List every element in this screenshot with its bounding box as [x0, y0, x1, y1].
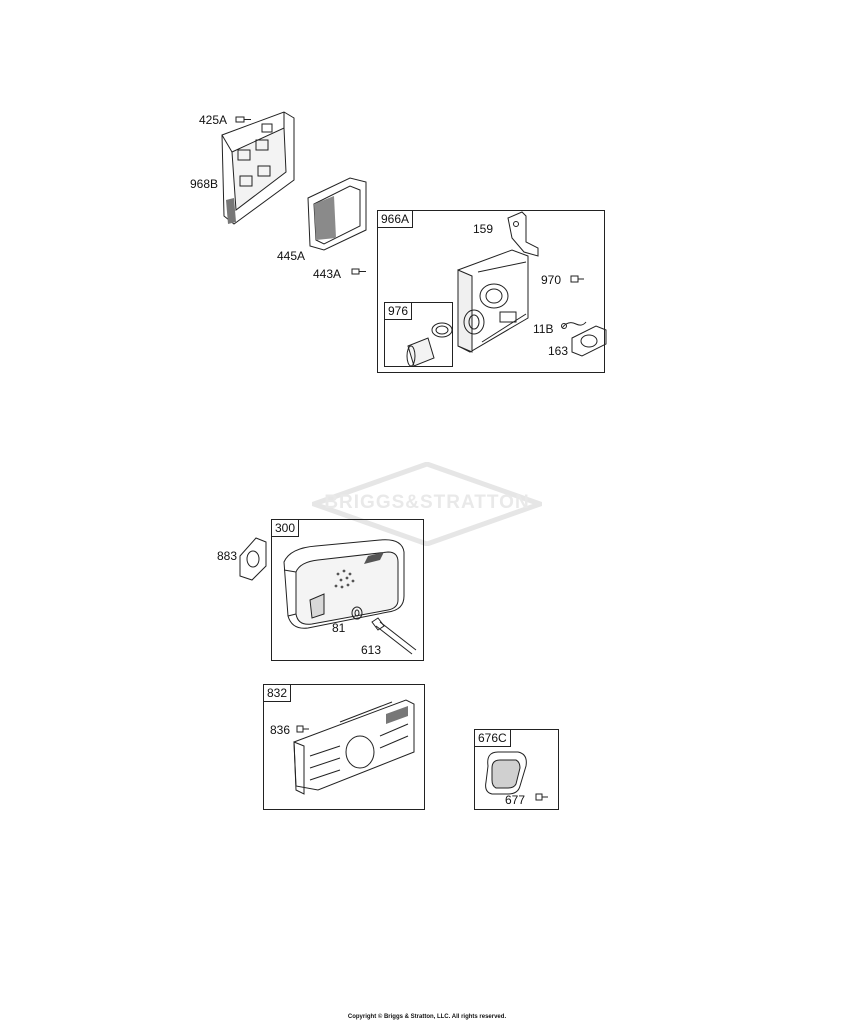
part-label-445A: 445A	[277, 249, 306, 263]
group-box-676C: 676C	[474, 729, 559, 810]
copyright-notice: Copyright © Briggs & Stratton, LLC. All …	[347, 1014, 507, 1020]
group-tag-676C: 676C	[474, 729, 511, 747]
watermark-text: BRIGGS&STRATTON	[324, 492, 530, 513]
part-label-163: 163	[548, 344, 569, 358]
part-label-81: 81	[332, 621, 346, 635]
part-label-425A: 425A	[199, 113, 228, 127]
group-tag-300: 300	[271, 519, 300, 537]
part-label-970: 970	[541, 273, 562, 287]
group-box-832: 832	[263, 684, 425, 810]
part-label-11B: 11B	[533, 322, 554, 336]
part-label-613: 613	[361, 643, 382, 657]
cup-976-drawing	[406, 322, 453, 367]
brand-watermark: BRIGGS&STRATTON	[306, 461, 548, 547]
air-cleaner-base-968B-drawing	[221, 111, 295, 225]
part-label-159: 159	[473, 222, 494, 236]
group-tag-976: 976	[384, 302, 413, 320]
part-label-443A: 443A	[313, 267, 342, 281]
part-label-677: 677	[505, 793, 526, 807]
heat-shield-832-drawing	[293, 699, 415, 795]
group-box-966A: 966A	[377, 210, 605, 373]
gasket-883-drawing	[239, 537, 267, 581]
cover-676C-drawing	[485, 751, 548, 801]
part-label-836: 836	[270, 723, 291, 737]
screw-425A-drawing	[235, 116, 251, 123]
group-box-300: 300	[271, 519, 424, 661]
group-tag-966A: 966A	[377, 210, 414, 228]
screw-443A-drawing	[351, 268, 366, 275]
group-tag-832: 832	[263, 684, 292, 702]
part-label-883: 883	[217, 549, 238, 563]
part-label-968B: 968B	[190, 177, 219, 191]
muffler-300-drawing	[283, 539, 417, 655]
intake-966A-drawing	[457, 211, 607, 357]
group-box-976: 976	[384, 302, 453, 367]
air-filter-445A-drawing	[307, 177, 367, 251]
